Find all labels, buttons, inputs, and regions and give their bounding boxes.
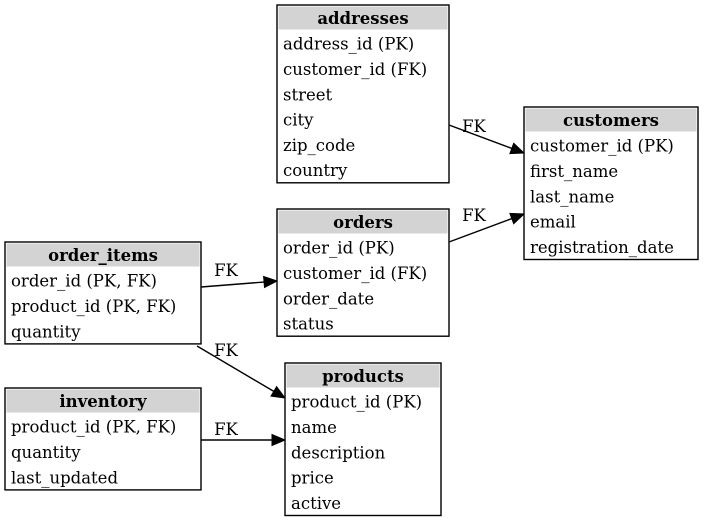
table-field: email	[530, 213, 576, 232]
relationships-layer: FK FK FK FK FK	[196, 117, 526, 447]
table-order-items: order_items order_id (PK, FK) product_id (…	[4, 241, 202, 345]
table-header	[6, 243, 200, 267]
table-border	[276, 4, 450, 184]
table-inventory: inventory product_id (PK, FK) quantity last…	[4, 387, 202, 491]
table-field: registration_date	[530, 238, 674, 257]
relationship-label: FK	[462, 117, 486, 136]
relationship-label: FK	[214, 420, 238, 439]
table-field: active	[291, 494, 341, 513]
table-addresses: addresses address_id (PK) customer_id (FK)…	[276, 4, 450, 184]
relationship-label: FK	[214, 261, 238, 280]
relationship-label: FK	[462, 206, 486, 225]
table-title: products	[322, 367, 404, 386]
table-border	[284, 362, 442, 517]
relationship-orders-to-customers: FK	[448, 206, 526, 243]
table-border	[523, 106, 699, 261]
table-header	[525, 108, 697, 132]
relationship-order-items-to-products: FK	[196, 341, 287, 399]
table-field: order_id (PK, FK)	[11, 272, 157, 291]
table-field: name	[291, 418, 337, 437]
table-header	[278, 210, 448, 234]
tables-layer: addresses address_id (PK) customer_id (FK)…	[4, 4, 699, 517]
table-header	[286, 364, 440, 388]
table-field: order_id (PK)	[283, 239, 395, 258]
table-field: product_id (PK, FK)	[11, 418, 176, 437]
arrowhead-icon	[263, 275, 279, 289]
relationship-inventory-to-products: FK	[201, 420, 287, 447]
table-field: street	[283, 85, 333, 104]
table-field: status	[283, 315, 334, 334]
table-title: order_items	[48, 246, 158, 265]
table-field: order_date	[283, 289, 374, 308]
table-title: inventory	[59, 392, 147, 411]
relationship-line	[196, 345, 275, 392]
table-field: last_name	[530, 187, 614, 206]
table-field: country	[283, 161, 348, 180]
table-field: quantity	[11, 443, 81, 462]
table-field: quantity	[11, 322, 81, 341]
table-title: customers	[563, 111, 659, 130]
table-header	[278, 6, 448, 30]
relationship-line	[448, 217, 513, 243]
table-field: city	[283, 111, 314, 130]
table-field: zip_code	[283, 136, 355, 155]
table-orders: orders order_id (PK) customer_id (FK) order…	[276, 208, 450, 337]
relationship-label: FK	[214, 341, 238, 360]
table-field: address_id (PK)	[283, 35, 414, 54]
table-field: description	[291, 443, 386, 462]
arrowhead-icon	[270, 385, 287, 399]
table-field: price	[291, 469, 334, 488]
table-title: orders	[333, 213, 393, 232]
relationship-line	[448, 124, 513, 150]
table-field: customer_id (FK)	[283, 60, 427, 79]
table-field: product_id (PK, FK)	[11, 297, 176, 316]
table-title: addresses	[317, 9, 408, 28]
table-products: products product_id (PK) name description pr…	[284, 362, 442, 517]
relationship-addresses-to-customers: FK	[448, 117, 526, 155]
table-field: last_updated	[11, 468, 118, 487]
arrowhead-icon	[509, 142, 526, 155]
table-field: customer_id (FK)	[283, 264, 427, 283]
arrowhead-icon	[509, 212, 526, 225]
table-field: customer_id (PK)	[530, 137, 674, 156]
relationship-line	[200, 281, 265, 288]
table-customers: customers customer_id (PK) first_name last_…	[523, 106, 699, 261]
relationship-order-items-to-orders: FK	[200, 261, 279, 289]
arrowhead-icon	[271, 433, 287, 447]
table-field: product_id (PK)	[291, 393, 422, 412]
table-header	[6, 389, 200, 413]
table-field: first_name	[530, 162, 618, 181]
